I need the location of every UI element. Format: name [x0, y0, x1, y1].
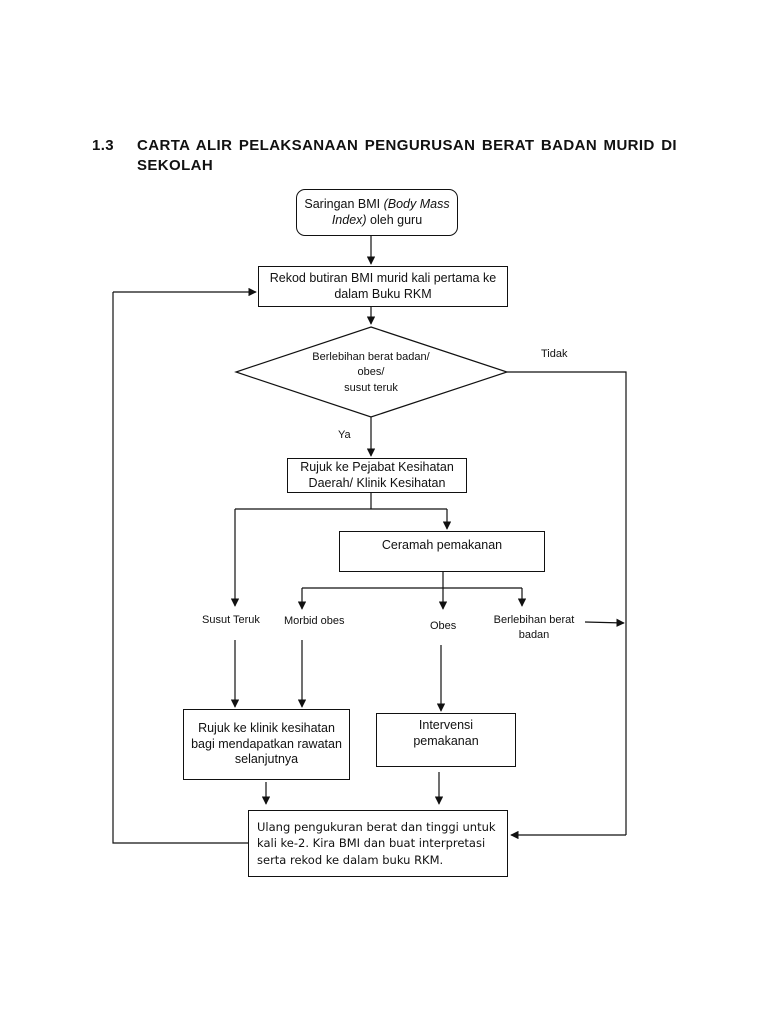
final-node-label: Ulang pengukuran berat dan tinggi untuk …	[257, 820, 496, 867]
final-node: Ulang pengukuran berat dan tinggi untuk …	[248, 810, 508, 877]
section-title-line1: CARTA ALIR PELAKSANAAN PENGURUSAN BERAT …	[137, 137, 677, 154]
category-obese: Obes	[430, 620, 457, 632]
record-node-label: Rekod butiran BMI murid kali pertama ke …	[269, 270, 497, 301]
intervention-node: Intervensi pemakanan	[376, 713, 516, 767]
start-node-label: Saringan BMI (Body Mass Index) oleh guru	[304, 196, 450, 227]
intervention-node-label: Intervensi pemakanan	[413, 718, 479, 748]
clinic-node: Rujuk ke klinik kesihatan bagi mendapatk…	[183, 709, 350, 780]
talk-node: Ceramah pemakanan	[339, 531, 545, 572]
arrow-overweight-to-no-line	[584, 618, 625, 628]
record-node: Rekod butiran BMI murid kali pertama ke …	[258, 266, 508, 307]
path-no	[507, 371, 627, 835]
refer-node-label: Rujuk ke Pejabat Kesihatan Daerah/ Klini…	[300, 459, 454, 490]
yes-label: Ya	[338, 429, 351, 441]
category-severe-wasting: Susut Teruk	[202, 614, 260, 626]
section-number: 1.3	[92, 137, 115, 154]
talk-node-label: Ceramah pemakanan	[381, 538, 503, 552]
clinic-node-label: Rujuk ke klinik kesihatan bagi mendapatk…	[191, 721, 342, 767]
decision-label: Berlebihan berat badan/ obes/ susut teru…	[312, 350, 430, 394]
start-node: Saringan BMI (Body Mass Index) oleh guru	[296, 189, 458, 236]
refer-node: Rujuk ke Pejabat Kesihatan Daerah/ Klini…	[287, 458, 467, 493]
path-loop-back	[112, 292, 248, 844]
category-morbid-obese: Morbid obes	[284, 615, 345, 627]
section-title-line2: SEKOLAH	[137, 157, 214, 174]
category-overweight: Berlebihan berat badan	[493, 614, 575, 641]
no-label: Tidak	[541, 348, 568, 360]
